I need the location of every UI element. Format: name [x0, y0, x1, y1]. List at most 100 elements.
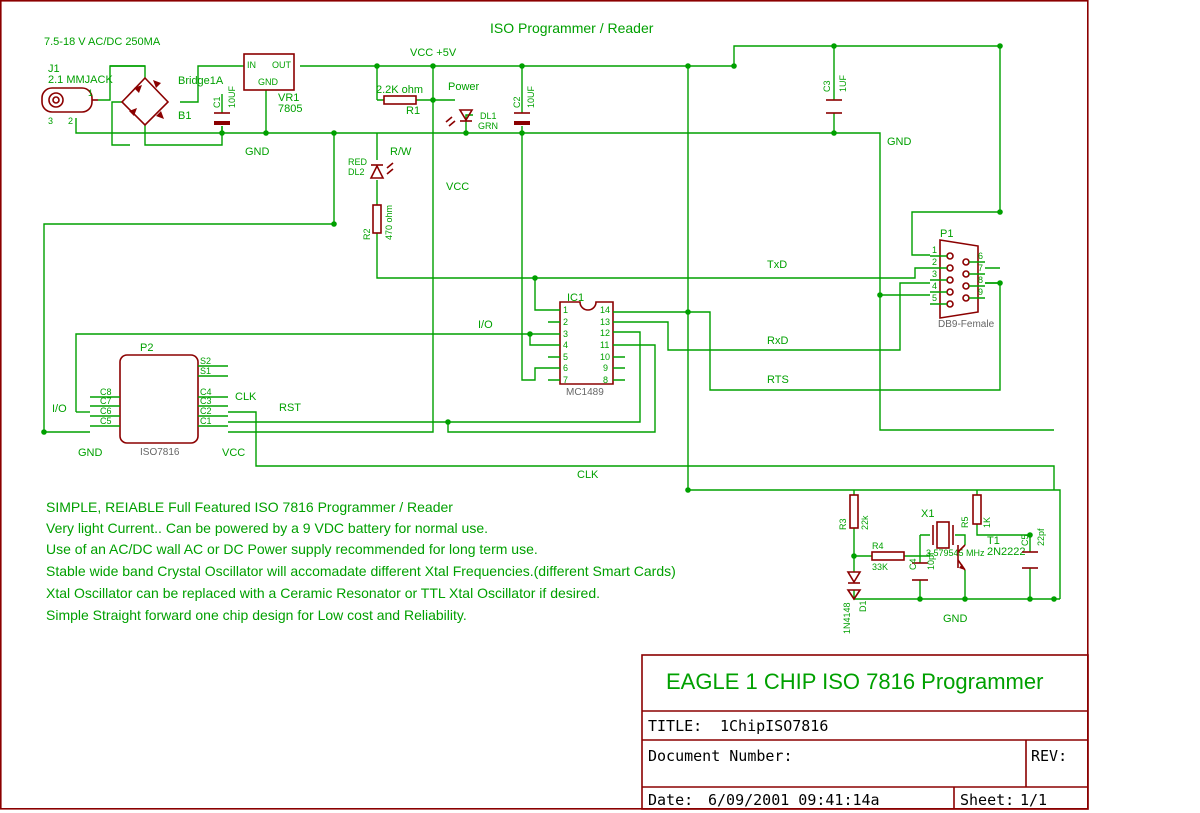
- p2-pin-s1: S1: [200, 366, 211, 376]
- p2-pin-s2: S2: [200, 356, 211, 366]
- j1-label: J1: [48, 63, 60, 75]
- p2-pin-c2: C2: [200, 406, 212, 416]
- p2-label: P2: [140, 342, 153, 354]
- resistor-r4: R4 33K: [871, 541, 905, 572]
- db9-pin-2: 2: [932, 257, 937, 267]
- t1-value: 2N2222: [987, 546, 1026, 558]
- db9-pin-8: 8: [978, 275, 983, 285]
- sheet-title: ISO Programmer / Reader: [490, 20, 654, 36]
- resistor-r1: 2.2K ohm R1: [376, 84, 423, 117]
- resistor-r3: R3 22k: [838, 494, 870, 530]
- p2-pin-c3: C3: [200, 396, 212, 406]
- r2-label: R2: [362, 228, 372, 240]
- p2-pin-c4: C4: [200, 387, 212, 397]
- c5-label: C5: [1020, 534, 1030, 546]
- c2-label: C2: [512, 96, 522, 108]
- dl2-label: DL2: [348, 167, 365, 177]
- bridge-b1: Bridge1A B1: [120, 75, 224, 127]
- capacitor-c1: C1 10UF: [212, 85, 237, 125]
- db9-pin-4: 4: [932, 281, 937, 291]
- resistor-r5: R5 1K: [960, 494, 992, 528]
- c2-value: 10UF: [526, 85, 536, 108]
- r4-label: R4: [872, 541, 884, 551]
- note-line: Very light Current.. Can be powered by a…: [46, 520, 488, 536]
- dl2-value: RED: [348, 157, 368, 167]
- r1-value: 2.2K ohm: [376, 84, 423, 96]
- net-io: I/O: [52, 403, 67, 415]
- net-labels: VCC +5V GND GND GND GND VCC VCC TxD RxD …: [52, 47, 968, 625]
- bridge-label: Bridge1A: [178, 75, 224, 87]
- rw-net-label: R/W: [390, 146, 412, 158]
- net-vcc: VCC: [446, 181, 469, 193]
- x1-label: X1: [921, 508, 934, 520]
- note-line: Stable wide band Crystal Oscillator will…: [46, 563, 676, 579]
- capacitor-c2: C2 10UF: [512, 85, 536, 125]
- ic1-pin: 7: [563, 375, 568, 385]
- ic1-pin: 12: [600, 328, 610, 338]
- db9-pin-5: 5: [932, 293, 937, 303]
- r5-value: 1K: [982, 517, 992, 528]
- ic1-pin: 5: [563, 352, 568, 362]
- ic1-right-pins: 14 13 12 11 10 9 8: [600, 305, 610, 385]
- j1-pin-2: 2: [68, 116, 73, 126]
- r1-label: R1: [406, 105, 420, 117]
- resistor-r2: R2 470 ohm: [362, 204, 394, 240]
- ic1-pin: 13: [600, 317, 610, 327]
- t1-label: T1: [987, 535, 1000, 547]
- transistor-t1: T1 2N2222: [957, 535, 1026, 571]
- net-rts: RTS: [767, 374, 789, 386]
- wires: [43, 45, 1061, 600]
- p2-pin-c5: C5: [100, 416, 112, 426]
- p2-iso7816-socket: P2 ISO7816 S2 S1 C4 C3 C2 C1 C8 C7 C6 C5: [90, 342, 228, 458]
- led-dl1: Power DL1 GRN: [445, 81, 498, 131]
- connector-p1-db9: P1 DB9-Female 1 2 3 4 5 6 7 8 9: [930, 228, 995, 330]
- j1-value: 2.1 MMJACK: [48, 74, 113, 86]
- vr1-in-pin: IN: [247, 60, 256, 70]
- sheet-label: Sheet:: [960, 791, 1014, 809]
- net-rxd: RxD: [767, 335, 788, 347]
- c3-value: 1UF: [838, 74, 848, 92]
- r3-value: 22k: [860, 515, 870, 530]
- net-gnd: GND: [245, 146, 270, 158]
- capacitor-c3: C3 1UF: [822, 74, 848, 114]
- j1-pin-3: 3: [48, 116, 53, 126]
- date-label: Date:: [648, 791, 693, 809]
- dl1-value: GRN: [478, 121, 498, 131]
- led-dl2: RED DL2 R/W: [348, 146, 412, 179]
- rev-label: REV:: [1031, 747, 1067, 765]
- title-value: 1ChipISO7816: [720, 717, 828, 735]
- net-rst: RST: [279, 402, 301, 414]
- regulator-vr1: IN OUT GND VR1 7805: [243, 53, 302, 115]
- r5-label: R5: [960, 516, 970, 528]
- c4-label: C4: [908, 558, 918, 570]
- db9-pin-6: 6: [978, 251, 983, 261]
- db9-pin-7: 7: [978, 263, 983, 273]
- title-block: EAGLE 1 CHIP ISO 7816 Programmer TITLE: …: [641, 654, 1089, 810]
- ic1-pin: 2: [563, 317, 568, 327]
- ic1-pin: 11: [600, 340, 609, 350]
- ic1-mc1489: 1 2 3 4 5 6 7 14 13 12 11 10 9 8 IC1 MC1…: [548, 292, 625, 398]
- p2-value: ISO7816: [140, 447, 180, 458]
- c5-value: 22pf: [1036, 528, 1046, 546]
- ic1-pin: 10: [600, 352, 610, 362]
- net-gnd: GND: [887, 136, 912, 148]
- b1-label: B1: [178, 110, 191, 122]
- note-line: Simple Straight forward one chip design …: [46, 607, 467, 623]
- ic1-pin: 3: [563, 329, 568, 339]
- dl1-label: DL1: [480, 111, 497, 121]
- ic1-pin: 9: [603, 363, 608, 373]
- capacitor-c5: C5 22pf: [1020, 528, 1046, 569]
- p2-pin-c1: C1: [200, 416, 212, 426]
- c1-label: C1: [212, 96, 222, 108]
- ic1-value: MC1489: [566, 387, 604, 398]
- x1-value: 3.579545 MHz: [926, 548, 985, 558]
- net-clk: CLK: [235, 391, 257, 403]
- j1-jack: J1 2.1 MMJACK 1 3 2: [41, 63, 113, 126]
- date-value: 6/09/2001 09:41:14a: [708, 791, 880, 809]
- vr1-out-pin: OUT: [272, 60, 292, 70]
- db9-pin-9: 9: [978, 287, 983, 297]
- diode-d1: 1N4148 D1: [842, 571, 868, 634]
- ic1-pin: 1: [563, 305, 568, 315]
- crystal-x1: X1 3.579545 MHz: [921, 508, 985, 558]
